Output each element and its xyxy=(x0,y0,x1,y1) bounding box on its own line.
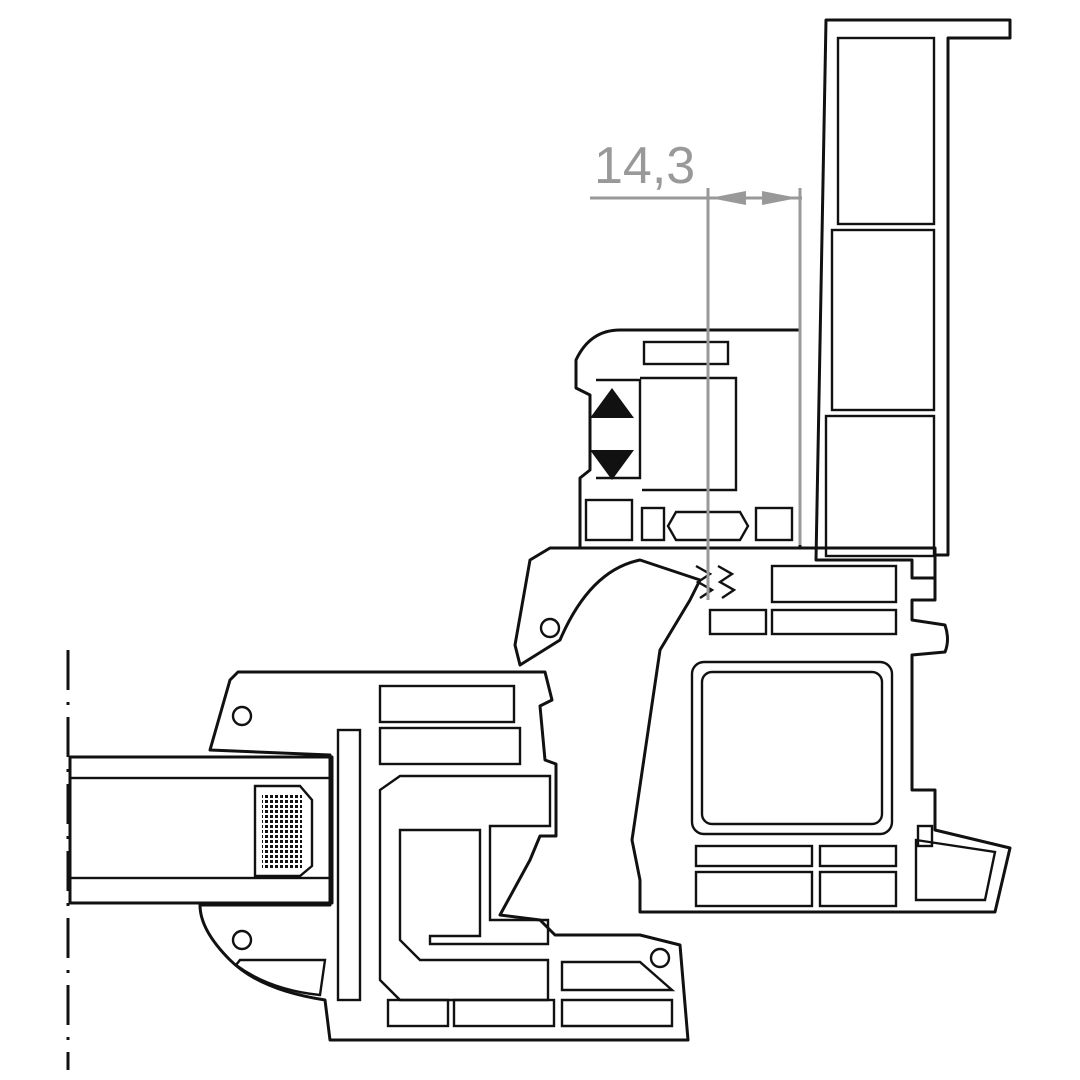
gasket-arrow-up xyxy=(590,388,634,418)
upper-profile xyxy=(574,328,802,550)
gasket-arrow-down xyxy=(590,450,634,480)
sash-profile xyxy=(198,670,690,1042)
glazing-unit xyxy=(68,755,334,905)
dimension-14-3 xyxy=(590,188,802,600)
frame-profile xyxy=(513,546,1012,914)
gaskets xyxy=(231,564,737,969)
dimension-label: 14,3 xyxy=(594,137,696,195)
outer-cladding xyxy=(814,18,1012,580)
